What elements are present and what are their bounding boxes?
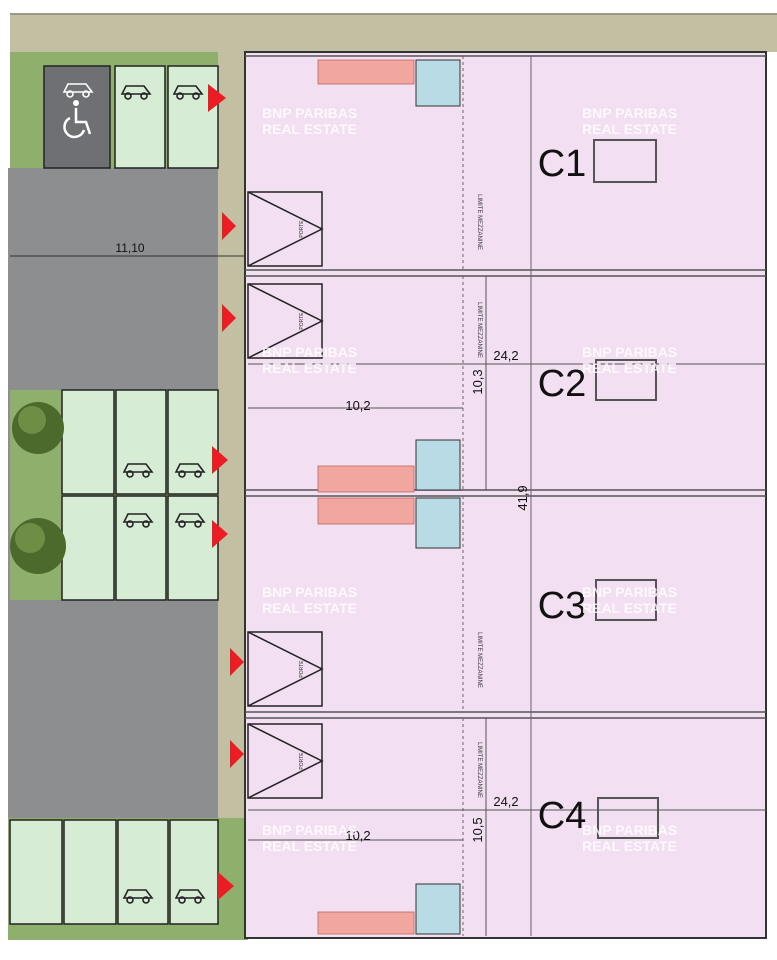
- stairs: [317, 59, 415, 935]
- watermark-line1: BNP PARIBAS: [262, 584, 357, 600]
- watermark-line1: BNP PARIBAS: [262, 344, 357, 360]
- parking-space: [61, 389, 115, 495]
- watermark-line2: REAL ESTATE: [262, 838, 357, 854]
- watermark-line2: REAL ESTATE: [262, 360, 357, 376]
- parking-space: [114, 65, 166, 169]
- watermark-line1: BNP PARIBAS: [582, 584, 677, 600]
- tree-icon: [12, 402, 64, 454]
- mezz-depth-c2: 10,2: [345, 398, 370, 413]
- mezzanine-limit-label: LIMITE MEZZANINE: [476, 194, 482, 250]
- skylight: [593, 139, 659, 839]
- paving-strip: [218, 50, 248, 940]
- watermark-line2: REAL ESTATE: [262, 121, 357, 137]
- parking-space: [61, 495, 115, 601]
- ev-car-icon: [62, 83, 94, 98]
- parking-space: [167, 65, 219, 169]
- depth-label-bottom: 24,2: [493, 794, 518, 809]
- parking-space: [63, 819, 117, 925]
- unit-label-c1: C1: [538, 143, 587, 185]
- watermark-line2: REAL ESTATE: [582, 360, 677, 376]
- watermark-line1: BNP PARIBAS: [582, 822, 677, 838]
- height-label-c4: 10,5: [470, 817, 485, 842]
- mezzanine-limit-label: LIMITE MEZZANINE: [476, 302, 482, 358]
- ev-car-icon: [174, 889, 206, 904]
- watermark-line1: BNP PARIBAS: [262, 822, 357, 838]
- watermark-line1: BNP PARIBAS: [582, 344, 677, 360]
- mezz-depth-c4: 10,2: [345, 828, 370, 843]
- watermark-line2: REAL ESTATE: [582, 838, 677, 854]
- sectional-door: [247, 191, 324, 267]
- ev-car-icon: [120, 85, 152, 100]
- tree-icon: [10, 518, 66, 574]
- door-label: PORTE: [299, 752, 305, 770]
- sectional-door: [247, 631, 324, 707]
- ev-car-icon: [122, 513, 154, 528]
- wc: [415, 59, 461, 935]
- parking-space: [115, 495, 167, 601]
- watermark-line2: REAL ESTATE: [582, 600, 677, 616]
- top-paving: [10, 14, 777, 110]
- depth-label-top: 24,2: [493, 348, 518, 363]
- door-label: PORTE: [299, 312, 305, 330]
- wheelchair-icon: [63, 100, 92, 139]
- parking-space: [169, 819, 219, 925]
- parking-space: [167, 495, 219, 601]
- total-length-label: 41,9: [515, 485, 530, 510]
- mezzanine-limit-label: LIMITE MEZZANINE: [476, 632, 482, 688]
- mezzanine-limit-label: LIMITE MEZZANINE: [476, 742, 482, 798]
- ev-car-icon: [122, 463, 154, 478]
- ev-car-icon: [172, 85, 204, 100]
- unit-label-c4: C4: [538, 795, 587, 837]
- sectional-door: [247, 283, 324, 359]
- watermark-line1: BNP PARIBAS: [262, 105, 357, 121]
- ev-car-icon: [174, 463, 206, 478]
- unit-label-c3: C3: [538, 585, 587, 627]
- building: [244, 51, 767, 939]
- watermark-line2: REAL ESTATE: [262, 600, 357, 616]
- watermark-line1: BNP PARIBAS: [582, 105, 677, 121]
- unit-label-c2: C2: [538, 363, 587, 405]
- sectional-door: [247, 723, 324, 799]
- watermark-line2: REAL ESTATE: [582, 121, 677, 137]
- watermark: BNP PARIBAS REAL ESTATE BNP PARIBAS REAL…: [262, 105, 677, 854]
- parking-space: [167, 389, 219, 495]
- ev-car-icon: [122, 889, 154, 904]
- door-label: PORTE: [299, 220, 305, 238]
- parking-space: [115, 389, 167, 495]
- door-label: PORTE: [299, 660, 305, 678]
- road-width-label: 11,10: [115, 241, 144, 255]
- parking-space: [117, 819, 169, 925]
- parking-space: [9, 819, 63, 925]
- entry-arrow-icon: [208, 84, 244, 900]
- ev-car-icon: [174, 513, 206, 528]
- height-label-c2: 10,3: [470, 369, 485, 394]
